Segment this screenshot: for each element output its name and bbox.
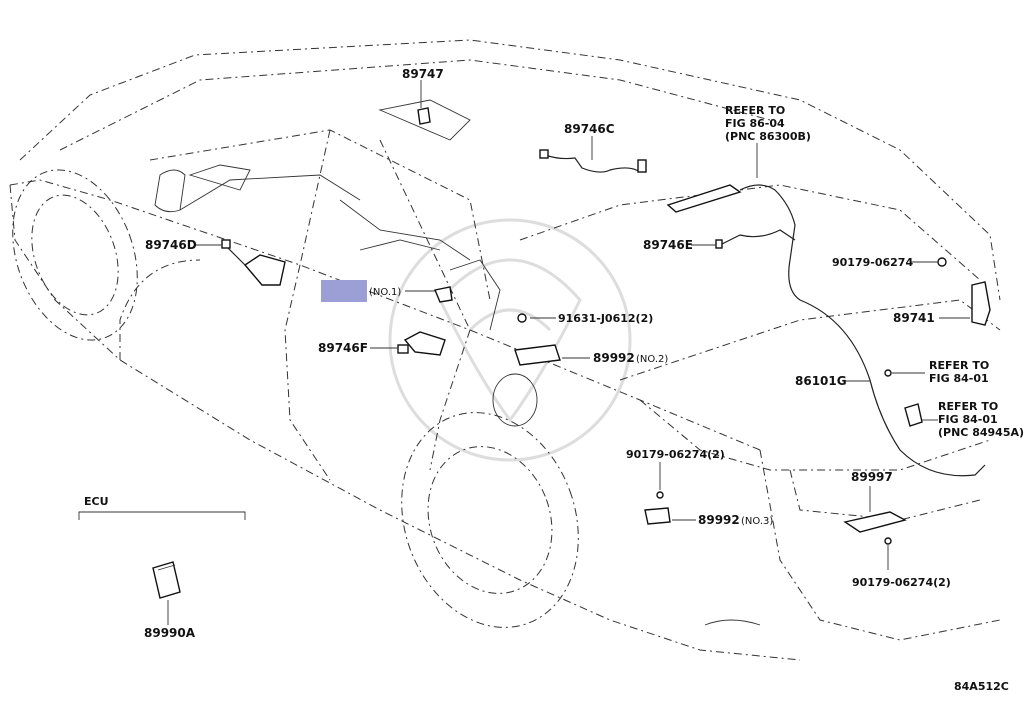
ref-mid-line1: REFER TO [929,359,989,372]
highlight-box [321,280,367,302]
label-91631: 91631-J0612(2) [558,312,653,325]
label-no3: (NO.3) [741,516,773,527]
label-no1: (NO.1) [369,287,401,298]
ref-mid-line2: FIG 84-01 [929,372,989,385]
parts-art [152,107,991,599]
label-90179-bottom: 90179-06274(2) [852,576,951,589]
ref-low-line1: REFER TO [938,400,998,413]
label-89992-no3: 89992 [698,513,740,527]
label-89746D: 89746D [145,238,197,252]
label-89747: 89747 [402,67,444,81]
label-90179-top: 90179-06274 [832,256,913,269]
label-ecu: ECU [84,495,109,508]
ref-low-line3: (PNC 84945A) [938,426,1024,439]
ref-top-line3: (PNC 86300B) [725,130,811,143]
ref-top-line2: FIG 86-04 [725,117,785,130]
figure-code: 84A512C [954,680,1009,693]
label-89992-no2: 89992 [593,351,635,365]
label-89997: 89997 [851,470,893,484]
ref-top-line1: REFER TO [725,104,785,117]
label-89741: 89741 [893,311,935,325]
callout-labels: 89747 89746C REFER TO FIG 86-04 (PNC 863… [84,67,1024,693]
label-86101G: 86101G [795,374,847,388]
label-89746C: 89746C [564,122,615,136]
label-89746F: 89746F [318,341,368,355]
car-body-outline [9,39,1001,661]
label-90179-mid: 90179-06274(2) [626,448,725,461]
ref-low-line2: FIG 84-01 [938,413,998,426]
label-89746E: 89746E [643,238,693,252]
leader-lines [78,80,970,625]
label-89990A: 89990A [144,626,196,640]
label-no2: (NO.2) [636,354,668,365]
